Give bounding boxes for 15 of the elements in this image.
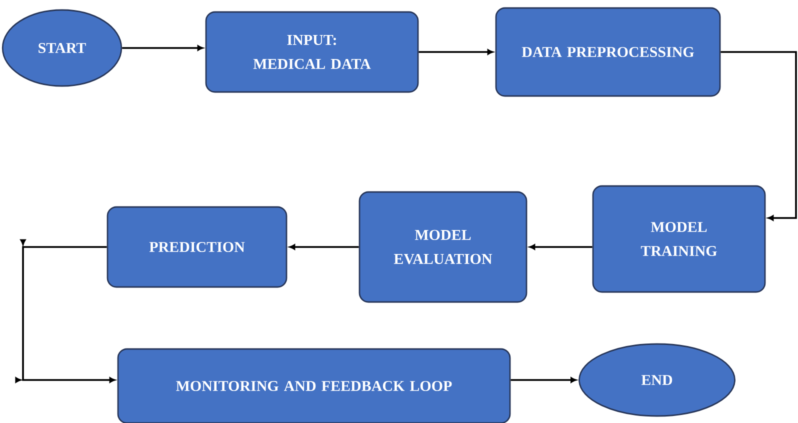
- oval-terminal: START: [2, 9, 122, 87]
- process-box: DATA PREPROCESSING: [495, 7, 721, 97]
- arrow: [529, 244, 592, 250]
- arrow: [289, 244, 359, 250]
- arrow: [418, 49, 494, 55]
- process-box: INPUT: MEDICAL DATA: [205, 11, 419, 93]
- arrow: [720, 51, 797, 221]
- process-box: MODEL EVALUATION: [358, 191, 528, 303]
- arrow: [122, 45, 204, 51]
- process-box: MONITORING AND FEEDBACK LOOP: [117, 348, 511, 423]
- process-box: PREDICTION: [106, 206, 288, 288]
- oval-terminal: END: [578, 343, 736, 417]
- process-box: MODEL TRAINING: [592, 185, 766, 293]
- arrow: [15, 239, 116, 383]
- arrow: [510, 377, 576, 383]
